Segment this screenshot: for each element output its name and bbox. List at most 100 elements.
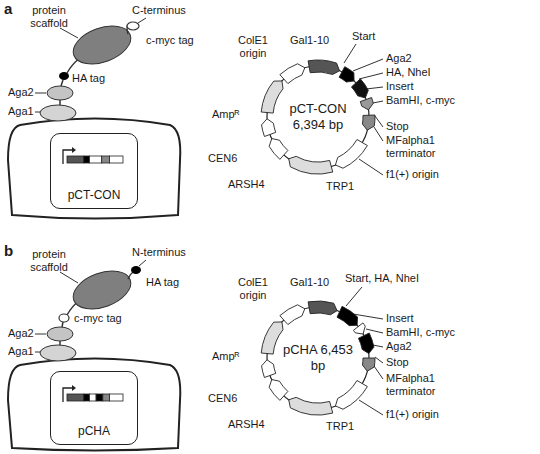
promoter-arrowhead	[72, 385, 76, 391]
leader-line	[138, 18, 146, 23]
gene-segment	[351, 79, 368, 98]
gene-segment	[308, 301, 337, 315]
leader-line	[375, 116, 383, 127]
part-label: CEN6	[208, 392, 237, 405]
gene-segment	[362, 115, 375, 130]
part-label: protein scaffold	[18, 248, 80, 274]
leader-line	[366, 329, 383, 333]
cassette-segment	[84, 156, 90, 163]
gene-segment	[269, 139, 288, 160]
cassette-segment	[103, 394, 110, 401]
gene-segment	[339, 67, 354, 82]
leader-line	[346, 287, 362, 306]
cassette-segment	[67, 394, 84, 401]
part-label: ColE1 origin	[226, 34, 280, 60]
gene-segment	[280, 305, 305, 325]
part-label: Aga1	[8, 105, 34, 118]
leader-line	[359, 400, 383, 415]
cassette-segment	[102, 156, 110, 163]
part-label: Aga2	[8, 86, 34, 99]
gene-segment	[358, 333, 374, 354]
aga2-protein	[47, 86, 73, 100]
yeast-cell	[8, 359, 180, 451]
aga1-protein	[40, 345, 76, 361]
part-label: Aga2	[386, 52, 412, 65]
protein-scaffold	[68, 19, 136, 71]
cassette-segment	[110, 156, 123, 163]
part-label: f1(+) origin	[386, 168, 439, 181]
aga1-protein	[40, 105, 76, 121]
leader-line	[60, 28, 78, 38]
part-label: BamHI, c-myc	[386, 94, 455, 107]
plasmid-label: pCT-CON	[59, 188, 129, 202]
gene-segment	[337, 306, 358, 325]
leader-line	[374, 127, 383, 141]
cassette-segment	[89, 394, 96, 401]
gene-segment	[262, 360, 276, 378]
plasmid-label: pCHA	[59, 424, 129, 438]
expression-cassette	[51, 140, 136, 170]
part-label: Stop	[386, 120, 409, 133]
part-label: TRP1	[326, 180, 354, 193]
part-label: Start	[352, 30, 375, 43]
plasmid-box: pCT-CON	[50, 133, 138, 209]
gene-segment	[353, 323, 365, 334]
leader-line	[373, 101, 383, 103]
leader-line	[374, 366, 383, 379]
part-label: Stop	[386, 356, 409, 369]
part-label: MFalpha1 terminator	[386, 134, 466, 160]
part-label: ColE1 origin	[226, 276, 280, 302]
part-label: Ampᴿ	[212, 350, 240, 363]
part-label: ARSH4	[228, 178, 265, 191]
cassette-segment	[67, 156, 84, 163]
part-label: HA, NheI	[386, 66, 431, 79]
aga2-protein	[47, 327, 73, 341]
gene-segment	[308, 60, 339, 74]
part-label: c-myc tag	[146, 34, 194, 47]
gene-segment	[269, 380, 288, 401]
plasmid-map: pCHA 6,453 bp	[253, 293, 383, 423]
leader-line	[353, 59, 383, 71]
linker	[128, 272, 133, 279]
linker	[62, 322, 63, 327]
part-label: HA tag	[146, 276, 179, 289]
leader-line	[375, 357, 383, 363]
plasmid-name: pCHA 6,453 bp	[280, 342, 356, 374]
gene-segment	[289, 156, 333, 174]
part-label: C-terminus	[132, 4, 186, 17]
part-label: Start, HA, NheI	[345, 272, 419, 285]
part-label: TRP1	[326, 420, 354, 433]
leader-line	[359, 159, 383, 175]
leader-line	[60, 272, 78, 283]
cassette-segment	[89, 156, 101, 163]
cassette-segment	[84, 394, 90, 401]
part-label: Gal1-10	[290, 34, 329, 47]
part-label: Insert	[386, 80, 414, 93]
part-label: Insert	[386, 312, 414, 325]
part-label: Aga1	[8, 345, 34, 358]
part-label: Aga2	[8, 327, 34, 340]
plasmid-name: pCT-CON 6,394 bp	[280, 101, 356, 133]
part-label: Gal1-10	[290, 276, 329, 289]
gene-segment	[261, 322, 283, 354]
cassette-segment	[96, 394, 103, 401]
leader-line	[344, 44, 356, 63]
yeast-cell	[8, 119, 180, 219]
leader-line	[139, 260, 146, 266]
part-label: Aga2	[386, 340, 412, 353]
c-myc-tag	[127, 22, 139, 30]
part-label: ARSH4	[228, 418, 265, 431]
leader-line	[359, 73, 383, 79]
gene-segment	[360, 98, 373, 110]
plasmid-box: pCHA	[50, 371, 138, 445]
gene-segment	[262, 119, 276, 137]
part-label: MFalpha1 terminator	[386, 372, 466, 398]
leader-line	[35, 352, 40, 353]
disulfide-link	[59, 341, 61, 345]
linker	[61, 80, 63, 86]
gene-segment	[362, 358, 375, 371]
gene-segment	[280, 64, 305, 84]
panel-letter: a	[4, 0, 12, 18]
part-label: CEN6	[208, 152, 237, 165]
